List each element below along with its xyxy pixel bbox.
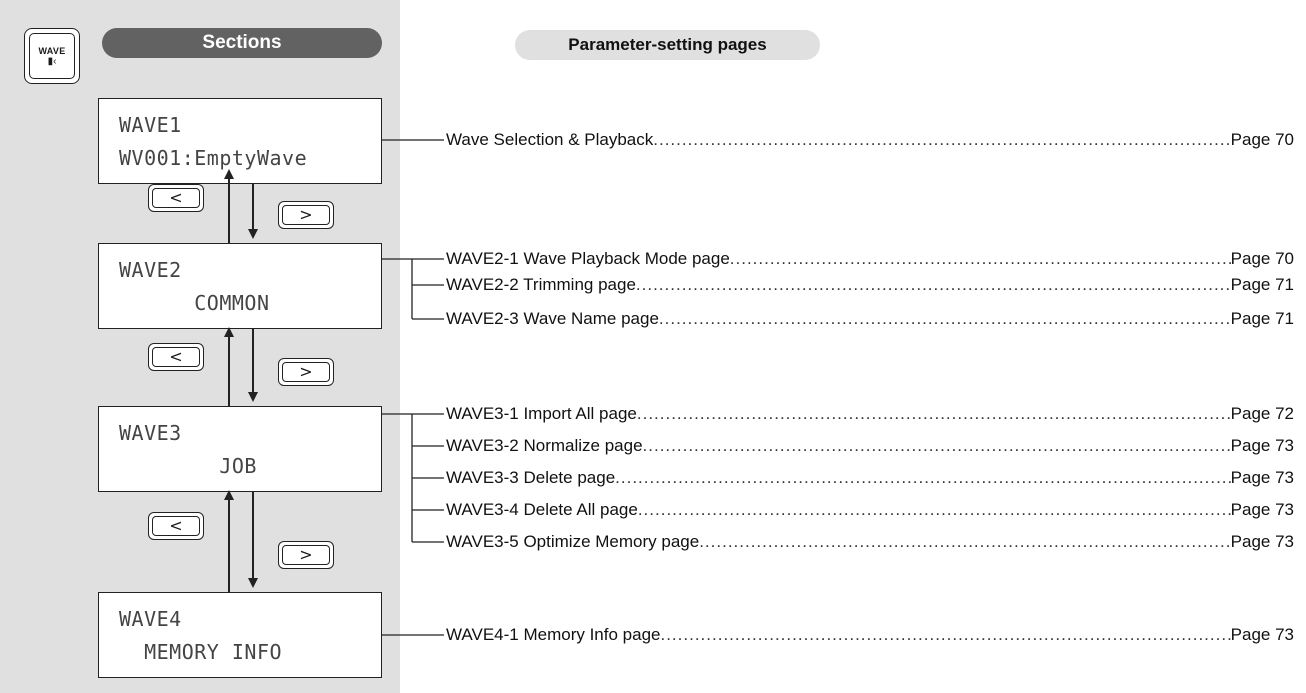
leader-dots (660, 625, 1230, 645)
next-section-label: > (282, 205, 330, 225)
lcd-line-1: WAVE4 (119, 607, 182, 631)
leader-dots (638, 500, 1231, 520)
wave-mode-button[interactable]: WAVE ▮‹ (24, 28, 80, 84)
lcd-line-2: WV001:EmptyWave (119, 146, 308, 170)
next-section-label: > (282, 362, 330, 382)
next-section-button[interactable]: > (278, 358, 334, 386)
page-link-label: WAVE3-4 Delete All page (446, 500, 638, 519)
lcd-line-1: WAVE3 (119, 421, 182, 445)
leader-dots (636, 275, 1231, 295)
page-link-row[interactable]: WAVE3-2 Normalize page Page 73 (446, 434, 1294, 458)
lcd-section-wave1: WAVE1 WV001:EmptyWave (98, 98, 382, 184)
leader-dots (643, 436, 1231, 456)
leader-dots (615, 468, 1231, 488)
parameter-pages-header: Parameter-setting pages (515, 30, 820, 60)
prev-section-button[interactable]: < (148, 512, 204, 540)
page-link-row[interactable]: WAVE2-2 Trimming page Page 71 (446, 273, 1294, 297)
page-link-row[interactable]: Wave Selection & Playback Page 70 (446, 128, 1294, 152)
leader-dots (730, 249, 1231, 269)
page-link-row[interactable]: WAVE2-3 Wave Name page Page 71 (446, 307, 1294, 331)
leader-dots (637, 404, 1231, 424)
lcd-line-1: WAVE2 (119, 258, 182, 282)
lcd-line-2: MEMORY INFO (119, 640, 283, 664)
lcd-section-wave4: WAVE4 MEMORY INFO (98, 592, 382, 678)
page-link-row[interactable]: WAVE2-1 Wave Playback Mode page Page 70 (446, 247, 1294, 271)
page-link-row[interactable]: WAVE3-1 Import All page Page 72 (446, 402, 1294, 426)
prev-section-label: < (152, 347, 200, 367)
page-link-row[interactable]: WAVE4-1 Memory Info page Page 73 (446, 623, 1294, 647)
sections-header: Sections (102, 28, 382, 58)
lcd-section-wave3: WAVE3 JOB (98, 406, 382, 492)
prev-section-button[interactable]: < (148, 343, 204, 371)
leader-dots (653, 130, 1230, 150)
page-number: Page 70 (1230, 249, 1294, 268)
page-link-label: WAVE3-5 Optimize Memory page (446, 532, 700, 551)
leader-dots (659, 309, 1231, 329)
page-number: Page 73 (1230, 625, 1294, 644)
wave-mode-label: WAVE (38, 46, 66, 56)
wave-mode-button-face: WAVE ▮‹ (29, 33, 75, 79)
page-link-label: WAVE3-3 Delete page (446, 468, 616, 487)
speaker-icon: ▮‹ (47, 56, 57, 67)
page-link-label: WAVE3-2 Normalize page (446, 436, 643, 455)
lcd-section-wave2: WAVE2 COMMON (98, 243, 382, 329)
page-number: Page 71 (1230, 275, 1294, 294)
page-link-label: WAVE4-1 Memory Info page (446, 625, 661, 644)
prev-section-label: < (152, 188, 200, 208)
page-number: Page 70 (1230, 130, 1294, 149)
lcd-line-1: WAVE1 (119, 113, 182, 137)
page-link-label: WAVE2-1 Wave Playback Mode page (446, 249, 730, 268)
page-link-row[interactable]: WAVE3-5 Optimize Memory page Page 73 (446, 530, 1294, 554)
lcd-line-2: JOB (119, 454, 257, 478)
page-number: Page 73 (1230, 436, 1294, 455)
page-link-row[interactable]: WAVE3-3 Delete page Page 73 (446, 466, 1294, 490)
prev-section-label: < (152, 516, 200, 536)
page-number: Page 72 (1230, 404, 1294, 423)
page-link-label: Wave Selection & Playback (446, 130, 654, 149)
next-section-button[interactable]: > (278, 541, 334, 569)
prev-section-button[interactable]: < (148, 184, 204, 212)
page-number: Page 73 (1230, 500, 1294, 519)
page-link-label: WAVE2-3 Wave Name page (446, 309, 659, 328)
next-section-label: > (282, 545, 330, 565)
page-link-label: WAVE2-2 Trimming page (446, 275, 636, 294)
page-number: Page 73 (1230, 532, 1294, 551)
next-section-button[interactable]: > (278, 201, 334, 229)
page-number: Page 71 (1230, 309, 1294, 328)
page-link-row[interactable]: WAVE3-4 Delete All page Page 73 (446, 498, 1294, 522)
page-link-label: WAVE3-1 Import All page (446, 404, 637, 423)
lcd-line-2: COMMON (119, 291, 270, 315)
page-number: Page 73 (1230, 468, 1294, 487)
leader-dots (699, 532, 1230, 552)
